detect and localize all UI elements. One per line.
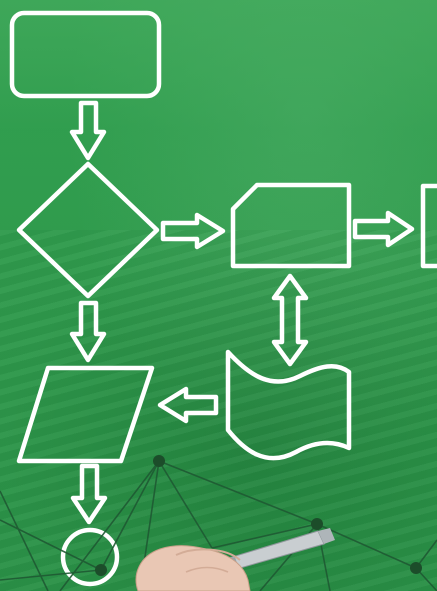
arrow-left-icon xyxy=(160,389,216,421)
flowchart-parallelogram-io xyxy=(19,368,152,461)
flowchart-partial-shape xyxy=(423,186,437,266)
arrow-right-icon xyxy=(163,215,223,247)
flowchart-document-wave xyxy=(228,352,349,458)
arrow-down-icon xyxy=(72,103,104,158)
network-node xyxy=(410,562,422,574)
flowchart-decision-diamond xyxy=(19,164,157,296)
double-arrow-icon xyxy=(274,276,306,364)
arrow-right-icon xyxy=(355,213,412,245)
arrow-down-icon xyxy=(73,466,105,522)
network-node xyxy=(311,518,323,530)
network-node xyxy=(153,455,165,467)
network-node xyxy=(95,564,107,576)
flowchart-terminal-shape xyxy=(12,13,159,96)
hand-icon xyxy=(136,546,250,591)
arrow-down-icon xyxy=(72,303,104,360)
flowchart-manual-input-shape xyxy=(233,185,349,266)
